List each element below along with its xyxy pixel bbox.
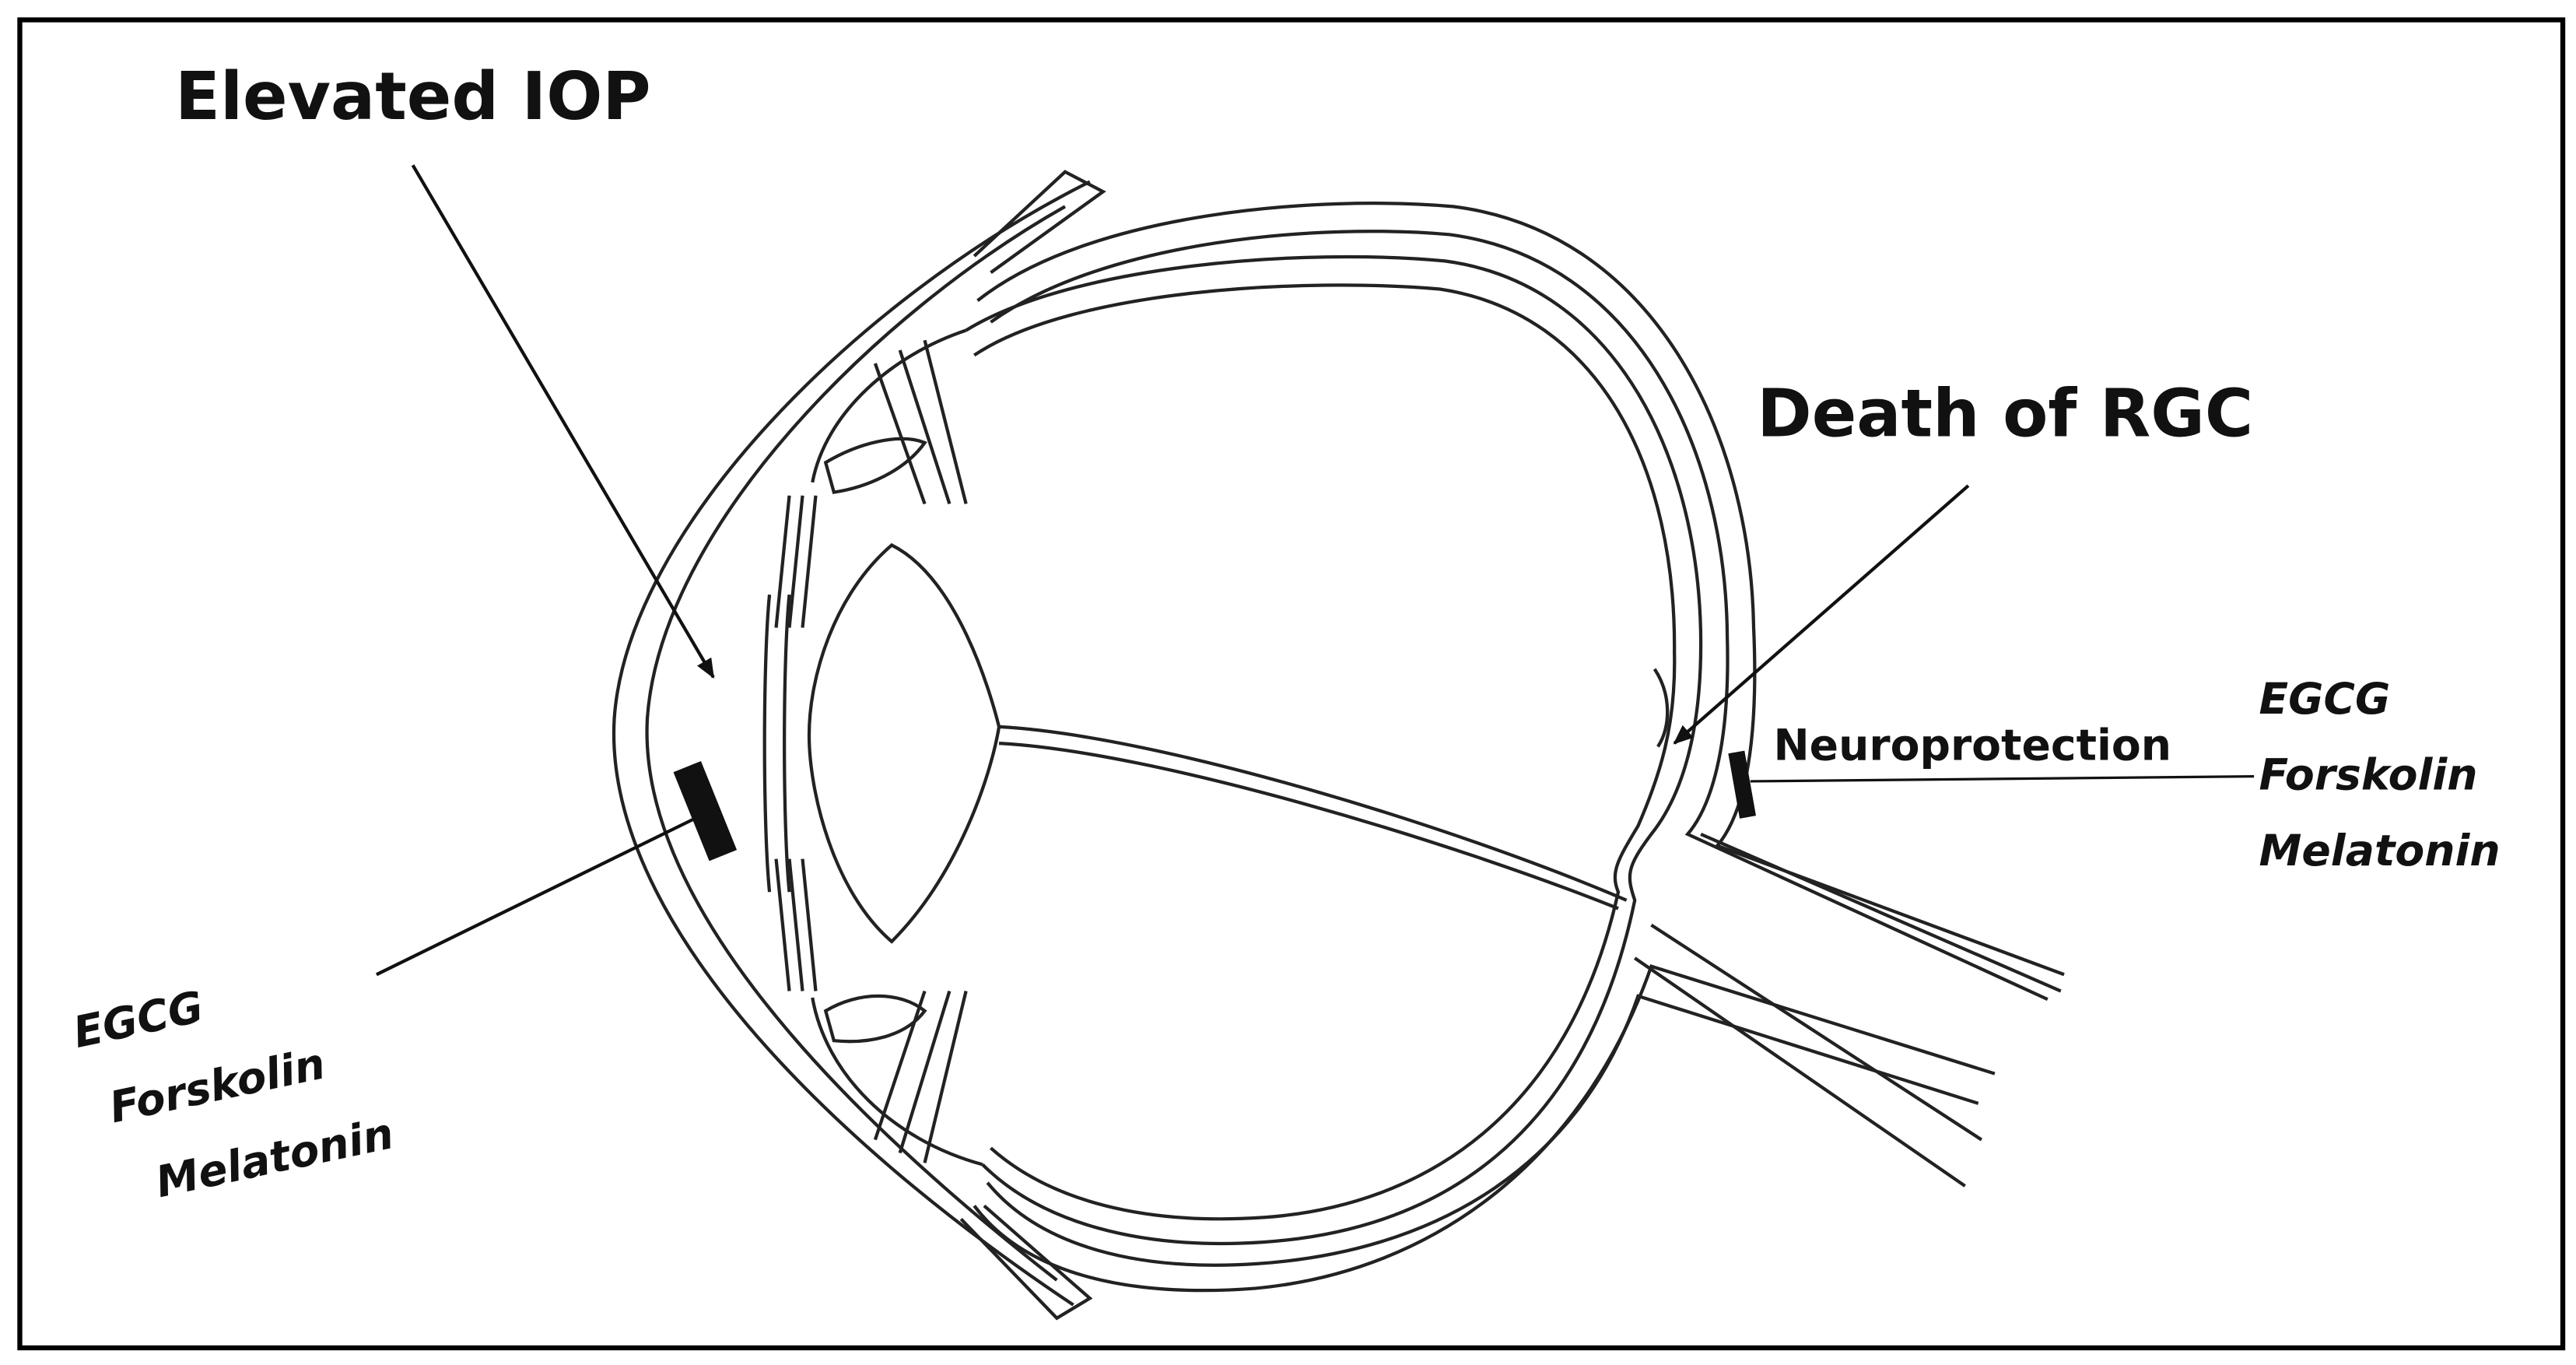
vitreous-line-lower bbox=[998, 742, 1619, 911]
choroid-layer-lower bbox=[986, 994, 1979, 1267]
label-elevated-iop: Elevated IOP bbox=[175, 58, 651, 135]
optic-nerve-lower bbox=[1634, 956, 1966, 1188]
vitreous-line-upper bbox=[998, 725, 1628, 902]
choroid-layer bbox=[990, 230, 2049, 1002]
sclera-outer-lower bbox=[973, 964, 1996, 1293]
cornea-inner bbox=[645, 205, 1067, 1282]
retina-layer bbox=[965, 254, 1703, 1246]
label-death-of-rgc: Death of RGC bbox=[1757, 375, 2253, 452]
arrow-elevated-iop bbox=[411, 164, 715, 679]
iris-upper bbox=[811, 328, 967, 483]
iris-lower bbox=[811, 997, 983, 1167]
cornea-flap-bottom bbox=[959, 1204, 1093, 1321]
treatment-right-1: EGCG bbox=[2259, 675, 2390, 725]
leader-right bbox=[1750, 775, 2255, 783]
treatment-left-3: Melatonin bbox=[152, 1109, 398, 1208]
optic-disc bbox=[1652, 668, 1670, 748]
treatment-list-right: EGCG Forskolin Melatonin bbox=[2259, 675, 2500, 876]
treatment-left-1: EGCG bbox=[69, 982, 208, 1058]
treatment-right-2: Forskolin bbox=[2259, 751, 2477, 801]
label-neuroprotection: Neuroprotection bbox=[1773, 721, 2171, 770]
treatment-left-2: Forskolin bbox=[105, 1039, 329, 1133]
implant-right bbox=[1728, 750, 1756, 819]
cornea-flap-top bbox=[973, 170, 1106, 274]
treatment-list-left: EGCG Forskolin Melatonin bbox=[69, 982, 398, 1208]
eyeball bbox=[612, 170, 2065, 1321]
sclera-outer bbox=[976, 202, 2065, 977]
ciliary-lower bbox=[823, 994, 927, 1044]
ciliary-upper bbox=[823, 437, 927, 494]
optic-nerve-upper bbox=[1700, 832, 2062, 993]
cornea-outer bbox=[612, 180, 1091, 1307]
treatment-right-3: Melatonin bbox=[2259, 826, 2500, 876]
figure-frame bbox=[17, 17, 2566, 1351]
retina-inner bbox=[973, 283, 1677, 1221]
optic-nerve-mid bbox=[1650, 923, 1983, 1142]
leader-left bbox=[375, 811, 708, 977]
lens bbox=[807, 542, 1001, 944]
arrow-death-of-rgc bbox=[1673, 484, 1970, 745]
implant-left bbox=[673, 760, 738, 861]
